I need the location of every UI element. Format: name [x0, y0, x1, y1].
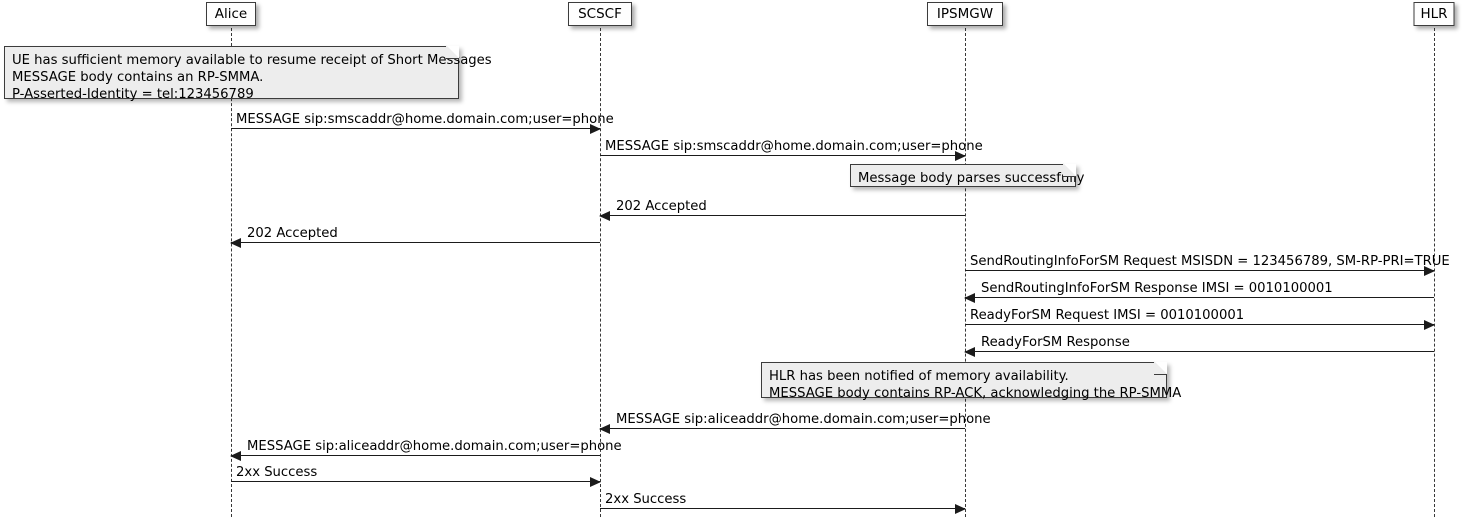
arrowhead-icon [1424, 320, 1435, 330]
participant-hlr[interactable]: HLR [1413, 2, 1455, 26]
message-label: MESSAGE sip:aliceaddr@home.domain.com;us… [616, 412, 991, 427]
message-arrow-msg-6: SendRoutingInfoForSM Response IMSI = 001… [964, 281, 1434, 303]
message-arrow-msg-3: 202 Accepted [599, 199, 965, 221]
message-arrow-msg-11: 2xx Success [231, 465, 601, 487]
arrowhead-icon [230, 238, 241, 248]
message-arrow-msg-5: SendRoutingInfoForSM Request MSISDN = 12… [965, 254, 1450, 276]
message-arrow-msg-9: MESSAGE sip:aliceaddr@home.domain.com;us… [599, 412, 991, 434]
lifeline-alice [231, 28, 232, 517]
message-label: 2xx Success [236, 465, 318, 480]
message-label: SendRoutingInfoForSM Response IMSI = 001… [981, 281, 1333, 296]
message-label: ReadyForSM Response [981, 335, 1130, 350]
message-label: 202 Accepted [247, 226, 338, 241]
arrowhead-icon [230, 451, 241, 461]
note-note-hlr-notified: HLR has been notified of memory availabi… [761, 360, 1181, 401]
message-arrow-msg-8: ReadyForSM Response [964, 335, 1434, 357]
message-label: MESSAGE sip:aliceaddr@home.domain.com;us… [247, 439, 622, 454]
arrowhead-icon [955, 151, 966, 161]
message-arrow-msg-10: MESSAGE sip:aliceaddr@home.domain.com;us… [230, 439, 622, 461]
participant-ipsmgw[interactable]: IPSMGW [927, 2, 1003, 26]
message-label: 202 Accepted [616, 199, 707, 214]
note-note-ue-memory: UE has sufficient memory available to re… [4, 44, 492, 102]
message-arrow-msg-7: ReadyForSM Request IMSI = 0010100001 [965, 308, 1435, 330]
note-note-parse-ok: Message body parses successfully [850, 162, 1085, 187]
note-fold-corner-icon [445, 44, 459, 59]
arrowhead-icon [590, 124, 601, 134]
note-fold-corner-icon [1062, 162, 1076, 177]
participant-alice[interactable]: Alice [206, 2, 256, 26]
arrowhead-icon [964, 347, 975, 357]
note-text: HLR has been notified of memory availabi… [769, 369, 1182, 401]
lifeline-ipsmgw [965, 28, 966, 517]
arrowhead-icon [599, 211, 610, 221]
note-text: UE has sufficient memory available to re… [12, 53, 492, 102]
message-arrow-msg-12: 2xx Success [600, 492, 966, 514]
lifeline-scscf [600, 28, 601, 517]
message-label: 2xx Success [605, 492, 687, 507]
message-label: ReadyForSM Request IMSI = 0010100001 [970, 308, 1245, 323]
arrowhead-icon [1424, 266, 1435, 276]
arrowhead-icon [590, 477, 601, 487]
arrowhead-icon [964, 293, 975, 303]
arrowhead-icon [955, 504, 966, 514]
note-fold-corner-icon [1153, 360, 1167, 375]
message-label: SendRoutingInfoForSM Request MSISDN = 12… [970, 254, 1450, 269]
message-label: MESSAGE sip:smscaddr@home.domain.com;use… [236, 112, 614, 127]
arrowhead-icon [599, 424, 610, 434]
note-text: Message body parses successfully [858, 171, 1085, 186]
message-arrow-msg-1: MESSAGE sip:smscaddr@home.domain.com;use… [231, 112, 614, 134]
participant-scscf[interactable]: SCSCF [568, 2, 632, 26]
message-arrow-msg-4: 202 Accepted [230, 226, 600, 248]
message-label: MESSAGE sip:smscaddr@home.domain.com;use… [605, 139, 983, 154]
message-arrow-msg-2: MESSAGE sip:smscaddr@home.domain.com;use… [600, 139, 983, 161]
